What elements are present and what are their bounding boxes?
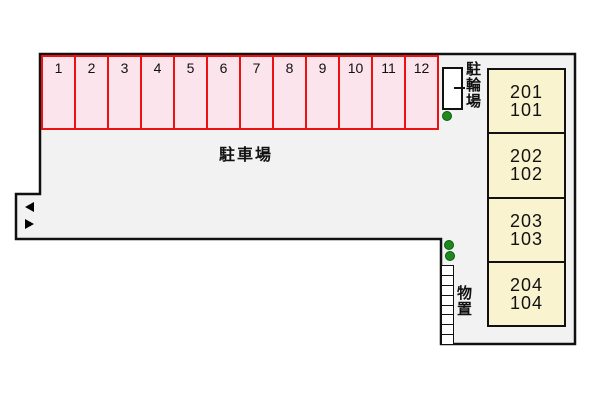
parking-space-6: 6 <box>208 57 241 128</box>
parking-space-10: 10 <box>340 57 373 128</box>
parking-space-1: 1 <box>43 57 76 128</box>
bicycle-parking-label: 駐輪場 <box>464 61 481 109</box>
parking-space-5: 5 <box>175 57 208 128</box>
building-unit-204-104: 204 104 <box>489 263 564 325</box>
parking-space-3: 3 <box>109 57 142 128</box>
arrow-right-icon <box>25 219 34 229</box>
parking-lot-label: 駐車場 <box>218 147 273 164</box>
tree-icon <box>445 251 455 261</box>
parking-space-7: 7 <box>241 57 274 128</box>
storage-cell <box>441 334 454 345</box>
unit-lower-number: 103 <box>509 228 544 249</box>
tree-icon <box>444 240 454 250</box>
unit-lower-number: 101 <box>509 100 544 121</box>
parking-space-4: 4 <box>142 57 175 128</box>
building-units: 201 101 202 102 203 103 204 104 <box>487 68 566 327</box>
parking-space-8: 8 <box>274 57 307 128</box>
unit-upper-number: 202 <box>509 146 544 167</box>
building-unit-202-102: 202 102 <box>489 134 564 199</box>
building-unit-201-101: 201 101 <box>489 70 564 135</box>
parking-space-11: 11 <box>373 57 406 128</box>
bicycle-label-leader-line <box>454 87 465 89</box>
unit-lower-number: 102 <box>509 164 544 185</box>
building-unit-203-103: 203 103 <box>489 199 564 263</box>
parking-spaces-row: 1 2 3 4 5 6 7 8 9 10 11 12 <box>41 55 439 130</box>
unit-upper-number: 203 <box>509 210 544 231</box>
tree-icon <box>442 111 452 121</box>
parking-space-12: 12 <box>406 57 437 128</box>
parking-space-9: 9 <box>307 57 340 128</box>
parking-space-2: 2 <box>76 57 109 128</box>
arrow-left-icon <box>25 202 34 212</box>
unit-lower-number: 104 <box>509 292 544 313</box>
storage-shed-cells <box>441 265 454 345</box>
storage-label: 物置 <box>455 285 472 317</box>
unit-upper-number: 204 <box>509 274 544 295</box>
unit-upper-number: 201 <box>509 82 544 103</box>
